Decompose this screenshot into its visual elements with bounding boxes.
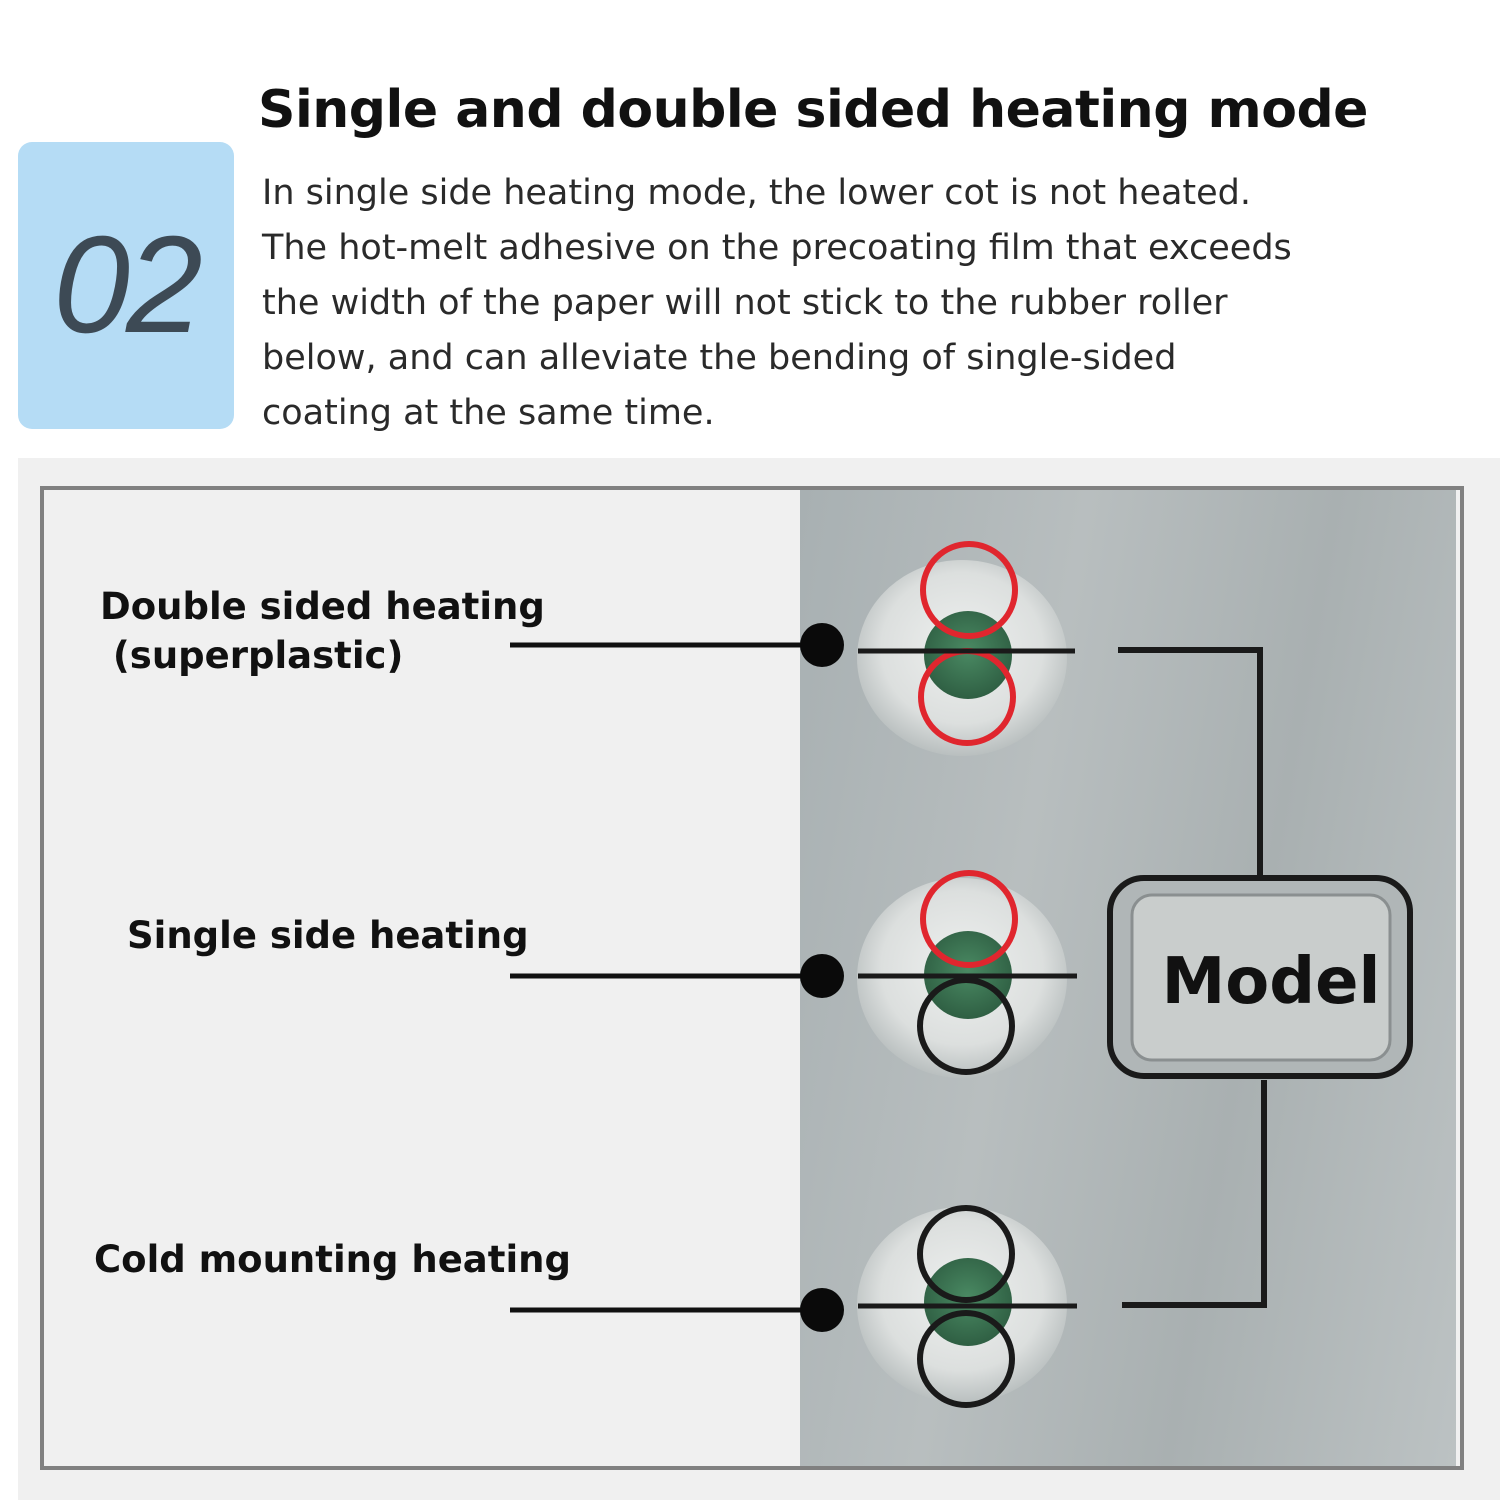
- description: In single side heating mode, the lower c…: [262, 166, 1487, 441]
- leader-dot: [800, 623, 844, 667]
- lower-roller-icon: [917, 977, 1015, 1075]
- leader-dot: [800, 954, 844, 998]
- indicator-double-sided: [857, 541, 1075, 756]
- step-badge: 02: [18, 142, 234, 429]
- page-title: Single and double sided heating mode: [258, 80, 1368, 140]
- bracket: [1118, 647, 1267, 1308]
- description-line: below, and can alleviate the bending of …: [262, 338, 1177, 378]
- mode-label-single-side: Single side heating: [127, 914, 529, 957]
- description-line: In single side heating mode, the lower c…: [262, 173, 1252, 213]
- model-button-graphic: [1107, 875, 1413, 1079]
- description-line: coating at the same time.: [262, 393, 715, 433]
- indicator-single-side: [857, 870, 1077, 1078]
- leader-dot: [800, 1288, 844, 1332]
- model-button-label: Model: [1161, 945, 1381, 1019]
- description-line: The hot-melt adhesive on the precoating …: [262, 228, 1292, 268]
- lower-roller-icon: [917, 1310, 1015, 1408]
- upper-roller-icon: [920, 541, 1018, 639]
- leader-lines: [510, 623, 844, 1332]
- description-line: the width of the paper will not stick to…: [262, 283, 1228, 323]
- mode-label-double-sided: Double sided heating (superplastic): [100, 585, 545, 677]
- indicator-cold-mounting: [857, 1205, 1077, 1408]
- mode-label-cold-mounting: Cold mounting heating: [94, 1238, 571, 1281]
- upper-roller-icon: [920, 870, 1018, 968]
- upper-roller-icon: [917, 1205, 1015, 1303]
- step-number: 02: [53, 208, 203, 362]
